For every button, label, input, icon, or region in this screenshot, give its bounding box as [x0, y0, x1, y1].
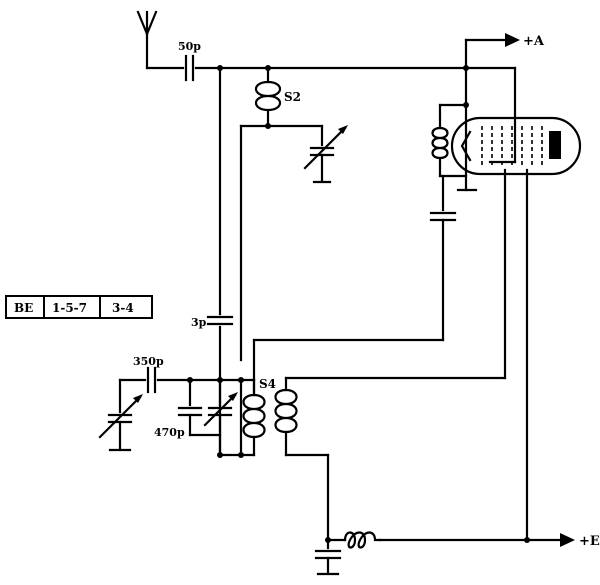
- capacitor-350p-label: 350p: [133, 355, 164, 368]
- antenna-symbol: [136, 10, 158, 70]
- capacitor-470p-label: 470p: [154, 426, 185, 439]
- capacitor-50p-label: 50p: [178, 40, 201, 53]
- capacitor-350p: [146, 366, 157, 394]
- variable-capacitor-tank: [203, 378, 238, 457]
- supply-a-arrow: [505, 33, 520, 47]
- band-table-cell: [99, 295, 153, 319]
- coil-s2: [254, 80, 282, 128]
- variable-capacitor-left: [98, 378, 143, 452]
- load-coil: [431, 126, 449, 160]
- band-table-label: 1-5-7: [52, 301, 87, 315]
- capacitor-decoupling: [314, 549, 342, 576]
- choke-coil: [343, 531, 382, 549]
- supply-a-label: +A: [523, 34, 545, 49]
- coil-s4-primary: [242, 393, 266, 439]
- supply-e-arrow: [560, 533, 575, 547]
- band-table-label: 3-4: [112, 301, 134, 315]
- band-table-label: BE: [14, 301, 33, 315]
- coil-s4-secondary: [274, 388, 298, 434]
- capacitor-50p: [184, 54, 195, 82]
- band-table: BE 1-5-7 3-4: [5, 295, 153, 319]
- coil-s2-label: S2: [284, 90, 301, 104]
- capacitor-3p: [206, 315, 234, 326]
- capacitor-3p-label: 3p: [191, 316, 207, 329]
- supply-e-label: +E: [579, 534, 600, 549]
- variable-capacitor-s2: [303, 125, 348, 184]
- coil-s4-label: S4: [259, 377, 276, 391]
- vacuum-tube: [450, 116, 582, 176]
